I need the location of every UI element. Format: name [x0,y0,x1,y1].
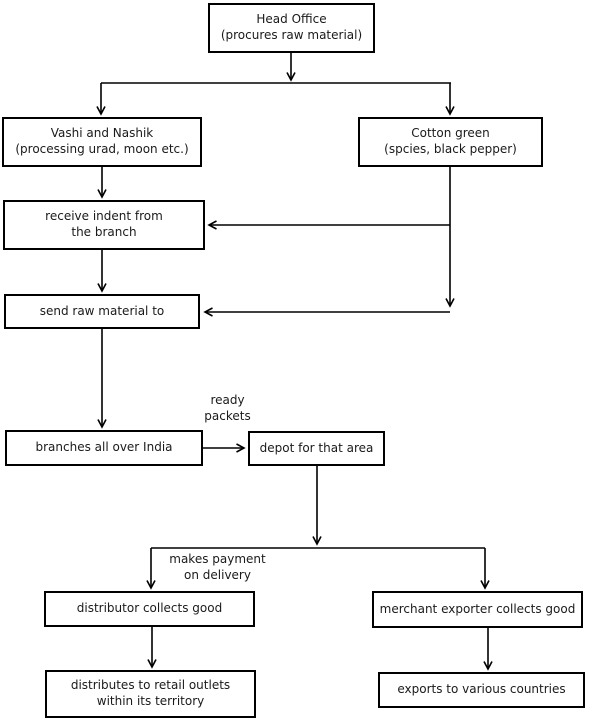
node-vashi-nashik: Vashi and Nashik (processing urad, moon … [2,117,202,167]
node-exports-countries: exports to various countries [378,672,585,708]
node-head-office: Head Office (procures raw material) [208,3,375,53]
node-distributor-collects: distributor collects good [44,591,255,627]
node-send-raw-material: send raw material to [4,294,200,329]
edge-label-ready-packets: ready packets [204,393,251,423]
node-merchant-exporter-collects: merchant exporter collects good [372,591,583,628]
node-cotton-green: Cotton green (spcies, black pepper) [358,117,543,167]
node-distributes-retail: distributes to retail outlets within its… [45,670,256,718]
node-branches-india: branches all over India [5,430,203,466]
node-depot-area: depot for that area [248,431,385,466]
node-receive-indent: receive indent from the branch [3,200,205,250]
edge-label-makes-payment: makes payment on delivery [169,552,266,582]
